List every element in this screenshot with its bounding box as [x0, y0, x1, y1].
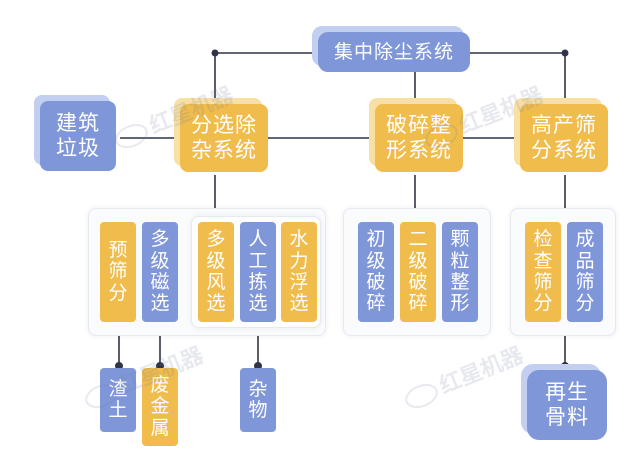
debris-label: 杂物: [248, 377, 268, 421]
scrap-metal-label: 废金属: [150, 374, 170, 439]
debris-output-node: 杂物: [240, 368, 276, 432]
manual-sorting-node: 人工拣选: [240, 222, 276, 322]
recycled-aggregate-label: 再生骨料: [545, 379, 589, 429]
product-screening-node: 成品筛分: [567, 222, 603, 322]
shaping-label: 颗粒整形: [450, 228, 470, 315]
screening-label: 高产筛分系统: [531, 112, 597, 162]
wind-label: 多级风选: [206, 228, 226, 315]
soil-output-node: 渣土: [100, 368, 136, 432]
construction-waste-node: 建筑垃圾: [40, 101, 116, 171]
central-dust-system-node: 集中除尘系统: [318, 32, 470, 72]
primary-crush-label: 初级破碎: [366, 228, 386, 315]
scrap-metal-output-node: 废金属: [142, 368, 178, 446]
crushing-label: 破碎整形系统: [386, 112, 452, 162]
junction-dot: [211, 49, 219, 57]
wind-separation-node: 多级风选: [198, 222, 234, 322]
sorting-system-node: 分选除杂系统: [180, 104, 268, 172]
inspection-screening-node: 检查筛分: [525, 222, 561, 322]
sorting-label: 分选除杂系统: [191, 112, 257, 162]
float-separation-node: 水力浮选: [281, 222, 317, 322]
product-screen-label: 成品筛分: [575, 228, 595, 315]
manual-label: 人工拣选: [248, 228, 268, 315]
inspection-label: 检查筛分: [533, 228, 553, 315]
pre-screening-label: 预筛分: [108, 239, 128, 304]
junction-dot: [561, 49, 569, 57]
crushing-system-node: 破碎整形系统: [375, 104, 463, 172]
magnetic-separation-node: 多级磁选: [142, 222, 178, 322]
central-dust-label: 集中除尘系统: [333, 40, 454, 63]
primary-crushing-node: 初级破碎: [358, 222, 394, 322]
float-label: 水力浮选: [289, 228, 309, 315]
pre-screening-node: 预筛分: [100, 222, 136, 322]
recycled-aggregate-node: 再生骨料: [527, 370, 607, 440]
construction-waste-label: 建筑垃圾: [56, 110, 100, 160]
secondary-crush-label: 二级破碎: [408, 228, 428, 315]
secondary-crushing-node: 二级破碎: [400, 222, 436, 322]
arrow-dot: [561, 362, 569, 370]
soil-label: 渣土: [108, 377, 128, 421]
magnetic-label: 多级磁选: [150, 228, 170, 315]
screening-system-node: 高产筛分系统: [520, 104, 608, 172]
particle-shaping-node: 颗粒整形: [442, 222, 478, 322]
